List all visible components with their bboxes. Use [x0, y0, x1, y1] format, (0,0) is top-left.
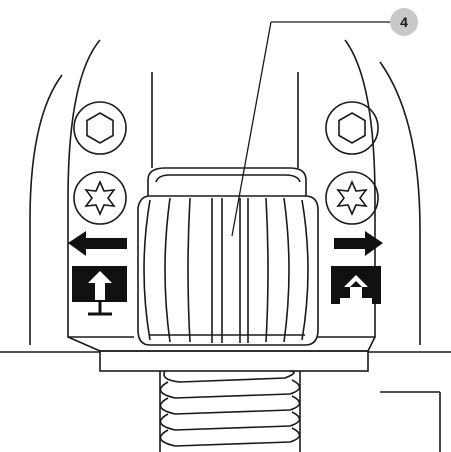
arrow-right-icon: [334, 231, 383, 256]
housing-bracket: [0, 39, 451, 372]
cable-spring: [159, 370, 441, 452]
callout-number: 4: [400, 14, 408, 30]
gland-nut: [137, 167, 319, 346]
hex-screw-right: [325, 101, 379, 155]
lock-symbol-icon: [331, 266, 381, 304]
torx-screw-left: [73, 171, 127, 225]
torx-screw-right: [325, 171, 379, 225]
arrow-left-icon: [68, 231, 127, 256]
release-symbol-icon: [72, 266, 127, 316]
callout-leader-line: [231, 21, 272, 237]
callout-badge: [390, 8, 418, 36]
hex-screw-left: [73, 101, 127, 155]
